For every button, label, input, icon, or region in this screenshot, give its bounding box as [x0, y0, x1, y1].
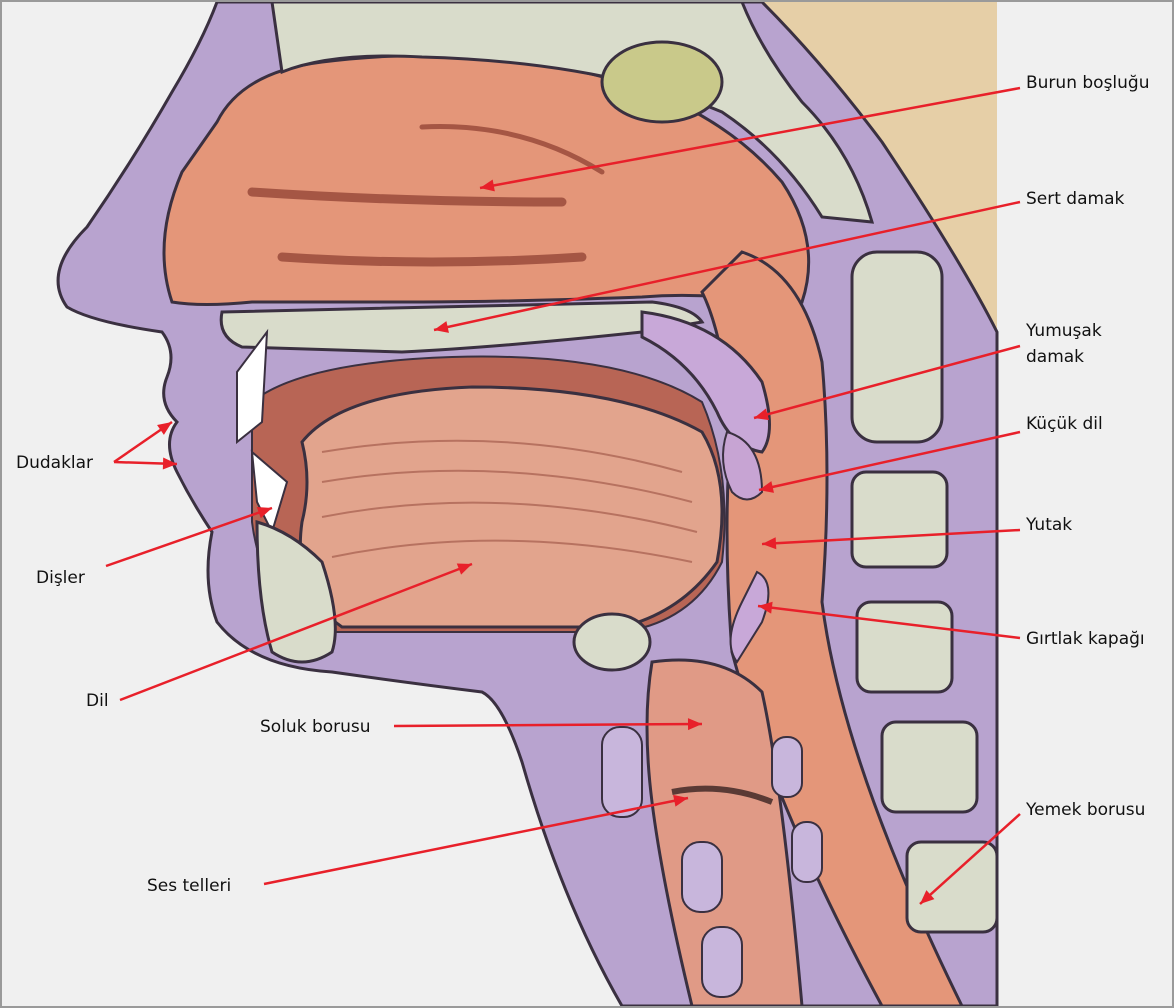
label-yumusak-damak-line2: damak: [1026, 346, 1084, 368]
label-dil: Dil: [86, 690, 109, 712]
label-burun-boslugu: Burun boşluğu: [1026, 72, 1150, 94]
tongue: [300, 387, 722, 627]
label-girtlak-kapagi: Gırtlak kapağı: [1026, 628, 1145, 650]
label-soluk-borusu: Soluk borusu: [260, 716, 371, 738]
label-yemek-borusu: Yemek borusu: [1026, 799, 1145, 821]
label-kucuk-dil: Küçük dil: [1026, 413, 1103, 435]
label-sert-damak: Sert damak: [1026, 188, 1124, 210]
label-yutak: Yutak: [1026, 514, 1072, 536]
label-ses-telleri: Ses telleri: [147, 875, 231, 897]
label-yumusak-damak-line1: Yumuşak: [1026, 320, 1102, 342]
hyoid-bone: [574, 614, 650, 670]
label-disler: Dişler: [36, 567, 85, 589]
label-dudaklar: Dudaklar: [16, 452, 93, 474]
